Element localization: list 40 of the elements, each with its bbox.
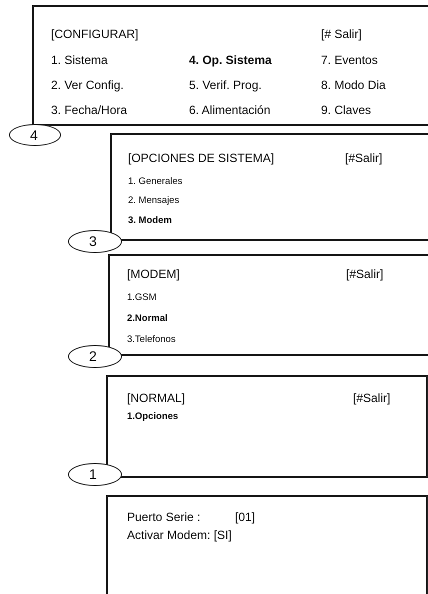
step-number-ellipse [68, 230, 122, 253]
menu-option: 2. Ver Config. [51, 79, 124, 91]
menu-option: 3. Modem [128, 216, 172, 226]
menu-option: 7. Eventos [321, 54, 378, 66]
menu-option: 2.Normal [127, 314, 168, 324]
menu-screen [106, 495, 428, 594]
menu-option: 1. Sistema [51, 54, 108, 66]
menu-title: [MODEM] [127, 268, 180, 280]
menu-option: 8. Modo Dia [321, 79, 386, 91]
menu-option: 1.GSM [127, 293, 157, 302]
step-number-ellipse [68, 463, 122, 486]
setting-value: Puerto Serie : [127, 511, 200, 523]
menu-screen [106, 375, 428, 478]
menu-option: 9. Claves [321, 104, 372, 116]
step-number: 4 [30, 128, 38, 142]
menu-screen [108, 254, 428, 356]
setting-value: [01] [235, 511, 256, 523]
menu-option: 1.Opciones [127, 412, 178, 422]
exit-hint: [# Salir] [321, 28, 362, 40]
step-number: 3 [89, 234, 97, 248]
menu-title: [OPCIONES DE SISTEMA] [128, 152, 274, 164]
menu-screen [110, 133, 428, 241]
exit-hint: [#Salir] [345, 152, 382, 164]
exit-hint: [#Salir] [346, 268, 384, 280]
menu-option: 2. Mensajes [128, 196, 180, 206]
menu-screen [32, 5, 428, 126]
step-number: 1 [89, 467, 97, 481]
menu-option: 4. Op. Sistema [189, 54, 272, 66]
menu-option: 3.Telefonos [127, 335, 176, 344]
setting-value: Activar Modem: [SI] [127, 529, 232, 541]
menu-option: 1. Generales [128, 177, 182, 186]
step-number-ellipse [9, 124, 61, 146]
step-number: 2 [89, 349, 97, 363]
menu-option: 5. Verif. Prog. [189, 79, 262, 91]
menu-title: [NORMAL] [127, 392, 186, 404]
menu-option: 6. Alimentación [189, 104, 270, 116]
menu-title: [CONFIGURAR] [51, 28, 138, 40]
step-number-ellipse [68, 345, 122, 368]
exit-hint: [#Salir] [353, 392, 390, 404]
menu-option: 3. Fecha/Hora [51, 104, 128, 116]
